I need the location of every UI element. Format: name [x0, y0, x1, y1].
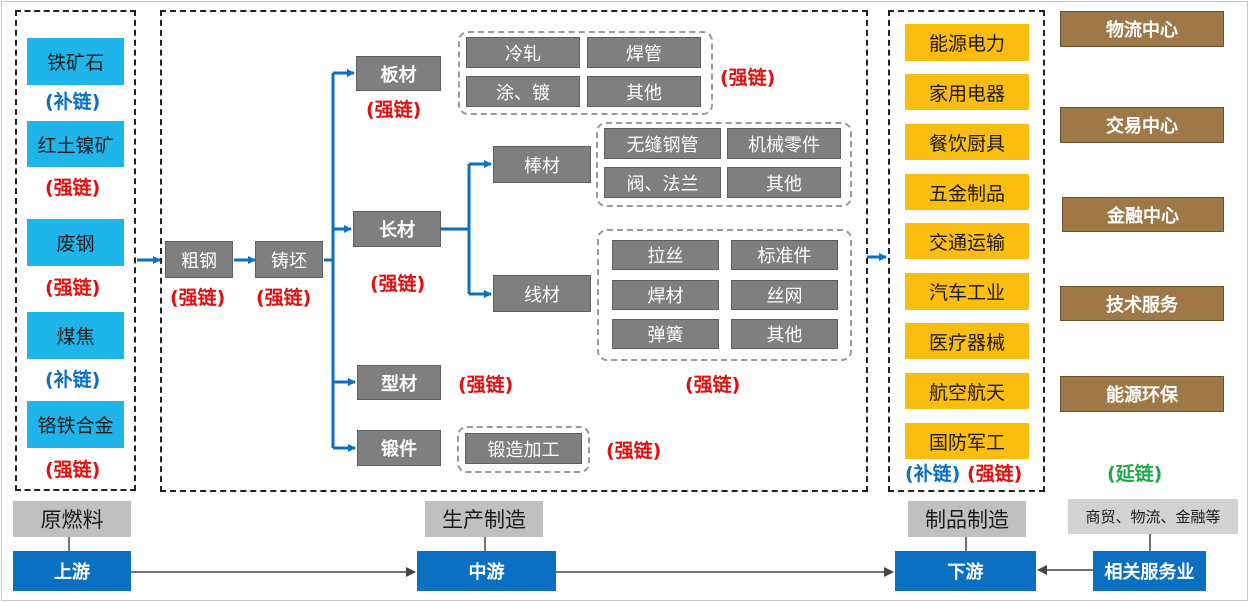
product-medical-devices: 医疗器械	[905, 323, 1029, 359]
plate-product-welded-pipe: 焊管	[587, 37, 701, 68]
tag-strong-laterite: (强链)	[45, 177, 101, 199]
forging-product-processing: 锻造加工	[465, 433, 582, 464]
product-hardware: 五金制品	[905, 174, 1029, 210]
forging-products-group	[457, 426, 590, 473]
tag-supplement-products: (补链)	[905, 463, 961, 485]
plate-products-group	[458, 31, 713, 115]
tag-strong-long: (强链)	[370, 273, 426, 295]
flow-upstream: 上游	[13, 551, 131, 591]
bar-node: 棒材	[493, 146, 591, 183]
tag-strong-products: (强链)	[967, 463, 1023, 485]
raw-material-iron-ore: 铁矿石	[27, 38, 124, 85]
product-energy-power: 能源电力	[905, 24, 1029, 61]
tag-supplement-coke: (补链)	[45, 369, 101, 391]
flow-downstream: 下游	[895, 551, 1036, 591]
plate-product-coated: 涂、镀	[466, 76, 580, 107]
raw-material-scrap-steel: 废钢	[27, 219, 124, 266]
forging-node: 锻件	[357, 430, 441, 466]
plate-product-cold-rolled: 冷轧	[466, 37, 580, 68]
product-automotive: 汽车工业	[905, 273, 1029, 310]
tag-strong-forging: (强链)	[606, 440, 662, 462]
tag-strong-plate-products: (强链)	[720, 67, 776, 89]
service-technical-services: 技术服务	[1060, 286, 1224, 321]
tag-strong-billet: (强链)	[256, 287, 312, 309]
wire-product-spring: 弹簧	[612, 319, 719, 349]
product-kitchenware: 餐饮厨具	[905, 124, 1029, 160]
flow-midstream: 中游	[417, 551, 556, 591]
service-energy-environmental: 能源环保	[1060, 376, 1224, 412]
stage-label-services: 商贸、物流、金融等	[1068, 499, 1238, 534]
billet-node: 铸坯	[255, 241, 323, 278]
product-aerospace: 航空航天	[905, 373, 1029, 409]
tag-strong-section: (强链)	[458, 374, 514, 396]
service-finance-center: 金融中心	[1062, 197, 1224, 232]
crude-steel-node: 粗钢	[165, 241, 233, 278]
raw-material-laterite-nickel: 红土镍矿	[27, 121, 124, 167]
product-transportation: 交通运输	[905, 223, 1029, 259]
tag-supplement-iron-ore: (补链)	[45, 91, 101, 113]
section-steel-node: 型材	[357, 365, 441, 400]
tag-strong-scrap: (强链)	[45, 277, 101, 299]
tag-strong-ferrochrome: (强链)	[45, 459, 101, 481]
stage-label-raw-materials: 原燃料	[13, 501, 131, 537]
bar-product-seamless-tube: 无缝钢管	[604, 128, 721, 159]
bar-product-other: 其他	[727, 167, 841, 198]
wire-product-fasteners: 标准件	[731, 240, 838, 270]
bar-product-machine-parts: 机械零件	[727, 128, 841, 159]
production-section	[160, 10, 868, 492]
plate-node: 板材	[356, 56, 441, 91]
tag-strong-plate: (强链)	[366, 99, 422, 121]
flow-related-services: 相关服务业	[1093, 551, 1206, 591]
product-defense: 国防军工	[905, 423, 1029, 459]
plate-product-other: 其他	[587, 76, 701, 107]
service-trading-center: 交易中心	[1060, 107, 1224, 143]
downstream-products-section	[888, 10, 1045, 492]
stage-label-products: 制品制造	[908, 501, 1026, 537]
long-products-node: 长材	[353, 211, 441, 247]
wire-product-drawn-wire: 拉丝	[612, 240, 719, 270]
tag-extend-services: (延链)	[1107, 463, 1163, 485]
stage-label-manufacturing: 生产制造	[425, 501, 543, 537]
wire-product-other: 其他	[731, 319, 838, 349]
wire-rod-node: 线材	[493, 275, 591, 312]
raw-materials-section	[15, 10, 136, 491]
raw-material-coke: 煤焦	[27, 312, 124, 359]
bar-products-group	[596, 122, 852, 207]
wire-product-wire-mesh: 丝网	[731, 280, 838, 310]
wire-product-welding-material: 焊材	[612, 280, 719, 310]
product-home-appliances: 家用电器	[905, 74, 1029, 110]
raw-material-ferrochrome: 铬铁合金	[27, 401, 124, 448]
tag-strong-wire-products: (强链)	[685, 374, 741, 396]
wire-products-group	[597, 229, 852, 361]
bar-product-valve-flange: 阀、法兰	[604, 167, 721, 198]
service-logistics-center: 物流中心	[1060, 11, 1224, 47]
tag-strong-crude-steel: (强链)	[170, 287, 226, 309]
